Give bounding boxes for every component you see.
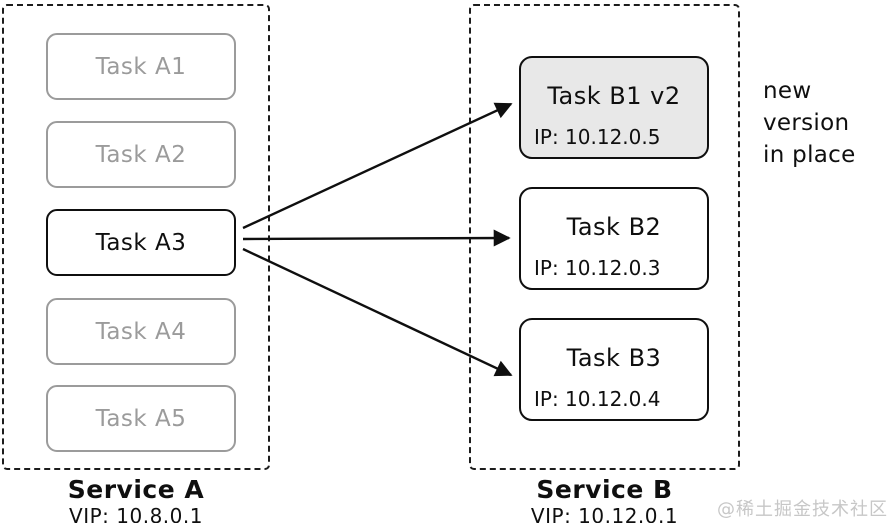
annotation-new-version: new version in place <box>763 78 856 168</box>
service-a-group: Task A1 Task A2 Task A3 Task A4 Task A5 <box>2 4 270 470</box>
task-a2-label: Task A2 <box>95 141 187 168</box>
service-b-title: Service B <box>536 475 673 504</box>
task-a1-label: Task A1 <box>95 53 187 80</box>
task-b2-label: Task B2 <box>566 212 662 241</box>
service-a-vip: VIP: 10.8.0.1 <box>69 504 203 523</box>
task-a5-label: Task A5 <box>95 405 187 432</box>
watermark: @稀土掘金技术社区 <box>717 499 888 520</box>
task-b2-ip: IP: 10.12.0.3 <box>534 256 661 280</box>
service-b-vip: VIP: 10.12.0.1 <box>530 504 679 523</box>
task-b3-label: Task B3 <box>566 343 662 372</box>
task-a2-box: Task A2 <box>46 121 236 188</box>
task-b1-ip: IP: 10.12.0.5 <box>534 125 661 149</box>
task-b3-ip: IP: 10.12.0.4 <box>534 387 661 411</box>
task-a3-box: Task A3 <box>46 209 236 276</box>
task-b1-label: Task B1 v2 <box>547 81 681 110</box>
task-a1-box: Task A1 <box>46 33 236 100</box>
service-a-title: Service A <box>67 475 205 504</box>
task-a5-box: Task A5 <box>46 385 236 452</box>
task-b2-box: Task B2 IP: 10.12.0.3 <box>519 187 709 290</box>
task-a3-label: Task A3 <box>95 229 187 256</box>
task-a4-label: Task A4 <box>95 318 187 345</box>
task-a4-box: Task A4 <box>46 298 236 365</box>
task-b1-box: Task B1 v2 IP: 10.12.0.5 <box>519 56 709 159</box>
task-b3-box: Task B3 IP: 10.12.0.4 <box>519 318 709 421</box>
service-b-group: Task B1 v2 IP: 10.12.0.5 Task B2 IP: 10.… <box>469 4 740 470</box>
